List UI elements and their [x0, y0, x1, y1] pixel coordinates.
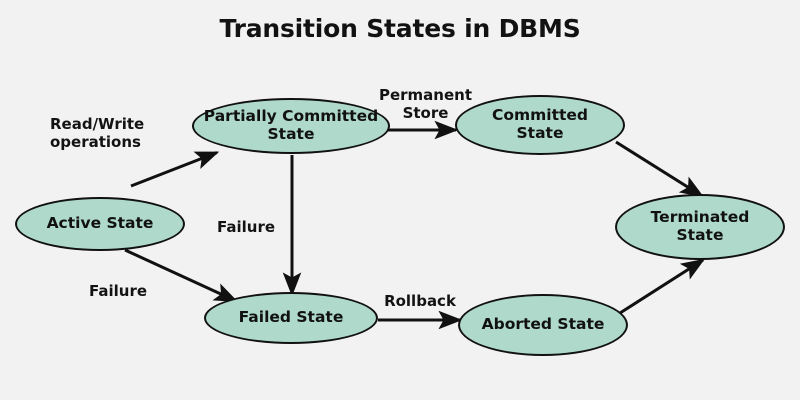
page-title: Transition States in DBMS: [219, 14, 581, 43]
edge-label-failure-from-active: Failure: [89, 282, 148, 300]
edge-label-rollback: Rollback: [384, 292, 456, 310]
edge-committed-to-terminated: [615, 140, 705, 198]
node-terminated-state[interactable]: Terminated State: [615, 194, 785, 260]
node-committed-state[interactable]: Committed State: [455, 95, 625, 155]
node-partially-committed-state[interactable]: Partially Committed State: [192, 98, 390, 154]
edge-label-failure-from-partially-committed: Failure: [217, 218, 276, 236]
edge-label-permanent-store: Permanent Store: [378, 86, 473, 122]
node-active-state[interactable]: Active State: [15, 197, 185, 251]
edge-active-to-partially-committed: [130, 151, 220, 188]
node-aborted-state[interactable]: Aborted State: [458, 294, 628, 356]
node-active-state-label: Active State: [46, 214, 154, 233]
node-committed-state-label: Committed State: [491, 106, 589, 142]
node-partially-committed-state-label: Partially Committed State: [203, 107, 379, 143]
node-failed-state[interactable]: Failed State: [204, 292, 378, 344]
node-aborted-state-label: Aborted State: [481, 315, 605, 334]
edge-aborted-to-terminated: [619, 258, 706, 315]
edge-label-read-write-operations: Read/Write operations: [50, 115, 145, 151]
node-failed-state-label: Failed State: [238, 308, 344, 327]
node-terminated-state-label: Terminated State: [650, 208, 750, 244]
